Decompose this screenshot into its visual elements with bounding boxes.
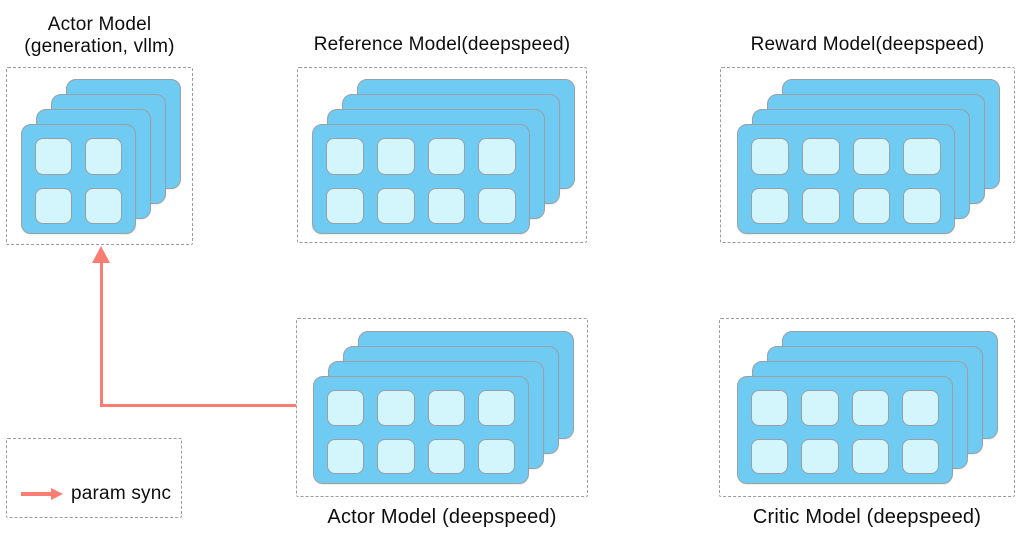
gpu-cell: [751, 438, 789, 474]
gpu-cell: [901, 390, 939, 426]
reference-model-box: [297, 67, 587, 243]
param-sync-arrow-vertical-segment: [100, 261, 104, 407]
gpu-cell: [85, 138, 122, 175]
gpu-cell: [851, 390, 889, 426]
critic-model-box: [719, 318, 1015, 497]
gpu-cell: [801, 390, 839, 426]
actor-vllm-gpu-stack: [21, 79, 181, 234]
gpu-cell: [801, 438, 839, 474]
gpu-cell: [427, 187, 466, 224]
reference-gpu-stack: [312, 79, 575, 234]
gpu-cell: [376, 138, 415, 175]
gpu-cell: [377, 390, 415, 426]
gpu-cell: [377, 438, 415, 474]
param-sync-arrowhead-icon: [92, 246, 110, 263]
gpu-cell: [427, 438, 465, 474]
gpu-cell: [326, 187, 364, 224]
gpu-cell: [477, 390, 515, 426]
param-sync-arrow-horizontal-segment: [100, 404, 296, 408]
reward-model-title: Reward Model(deepspeed): [750, 34, 985, 55]
gpu-cell: [852, 187, 891, 224]
gpu-cell: [903, 187, 941, 224]
actor-vllm-title-line2: (generation, vllm): [24, 36, 175, 57]
gpu-cell: [751, 187, 789, 224]
legend-arrow-line: [21, 492, 51, 496]
reward-gpu-stack: [737, 79, 1000, 234]
gpu-cell: [852, 138, 891, 175]
gpu-card-front: [312, 124, 530, 234]
gpu-cell: [901, 438, 939, 474]
gpu-cell: [327, 390, 365, 426]
gpu-cell: [427, 390, 465, 426]
legend-box: param sync: [6, 438, 182, 518]
actor-vllm-title: Actor Model (generation, vllm): [6, 14, 193, 58]
gpu-cell: [35, 138, 72, 175]
critic-model-label: Critic Model (deepspeed): [752, 506, 982, 528]
critic-gpu-stack: [737, 331, 998, 484]
gpu-cell: [376, 187, 415, 224]
actor-vllm-title-line1: Actor Model: [47, 14, 152, 35]
legend-param-sync-row: param sync: [21, 483, 171, 505]
gpu-cell: [801, 187, 840, 224]
gpu-cell: [851, 438, 889, 474]
gpu-cell: [327, 438, 365, 474]
gpu-cell: [427, 138, 466, 175]
legend-param-sync-label: param sync: [71, 483, 172, 504]
gpu-cell: [478, 138, 516, 175]
gpu-cell: [478, 187, 516, 224]
legend-arrowhead-icon: [51, 488, 63, 500]
gpu-card-front: [737, 124, 955, 234]
gpu-cell: [801, 138, 840, 175]
gpu-card-front: [21, 124, 136, 234]
reference-model-title: Reference Model(deepspeed): [313, 34, 571, 55]
gpu-cell: [35, 187, 72, 224]
gpu-cell: [903, 138, 941, 175]
gpu-cell: [751, 390, 789, 426]
actor-deepspeed-gpu-stack: [313, 331, 574, 484]
gpu-cell: [85, 187, 122, 224]
gpu-cell: [751, 138, 789, 175]
actor-deepspeed-box: [296, 318, 588, 497]
gpu-cell: [477, 438, 515, 474]
gpu-card-front: [737, 376, 953, 484]
reward-model-box: [720, 67, 1015, 243]
gpu-cell: [326, 138, 364, 175]
actor-deepspeed-label: Actor Model (deepspeed): [327, 506, 557, 528]
gpu-card-front: [313, 376, 529, 484]
actor-vllm-box: [6, 67, 193, 245]
